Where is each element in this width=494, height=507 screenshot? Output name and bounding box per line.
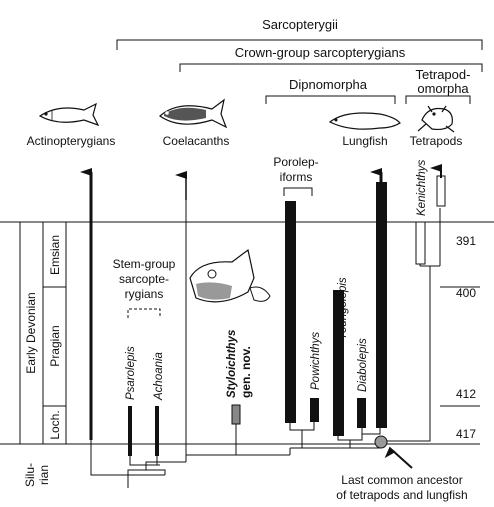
bracket-porolepiforms (283, 187, 313, 196)
age-label-417: 417 (456, 427, 476, 441)
taxon-label-gen-nov: gen. nov. (239, 346, 253, 398)
label-stem-group-1: Stem-group (113, 257, 176, 271)
coelacanth-fish-icon (159, 98, 228, 129)
taxon-label-powichthys: Powichthys (310, 332, 322, 390)
timescale-stage-emsian: Emsian (48, 235, 62, 275)
taxon-label-psarolepis: Psarolepis (125, 346, 137, 400)
range-bars (80, 164, 446, 456)
range-powichthys (310, 398, 319, 422)
range-diabolepis (357, 398, 366, 428)
range-youngolepis (333, 290, 344, 436)
bracket-dipnomorpha: Dipnomorpha (265, 77, 396, 104)
taxon-label-achoania: Achoania (153, 352, 165, 401)
timescale-column (19, 221, 67, 445)
taxon-label-actinopterygians: Actinopterygians (27, 134, 116, 148)
bracket-tetrapodomorpha: Tetrapod- omorpha (405, 67, 471, 104)
timescale-silurian-1: Silu- (23, 463, 37, 487)
bracket-crown-group: Crown-group sarcopterygians (179, 45, 483, 72)
label-stem-group-3: rygians (125, 287, 164, 301)
header-tetrapodomorpha-2: omorpha (417, 81, 469, 96)
taxon-label-coelacanths: Coelacanths (163, 134, 230, 148)
taxon-label-lungfish: Lungfish (342, 134, 387, 148)
header-dipnomorpha: Dipnomorpha (289, 77, 368, 92)
taxon-label-kenichthys: Kenichthys (416, 159, 428, 216)
taxon-label-porolepiforms-2: iforms (280, 170, 313, 184)
age-label-400: 400 (456, 286, 476, 300)
age-label-391: 391 (456, 234, 476, 248)
taxon-label-youngolepis: Youngolepis (337, 277, 349, 340)
taxon-label-porolepiforms-1: Porolep- (273, 155, 318, 169)
age-label-412: 412 (456, 387, 476, 401)
actinopterygian-fish-icon (38, 102, 100, 127)
lca-node (374, 435, 388, 449)
taxon-label-tetrapods: Tetrapods (410, 134, 463, 148)
header-crown-group: Crown-group sarcopterygians (235, 45, 406, 60)
styloichthys-skull-icon (189, 248, 271, 303)
timescale-stage-lochkovian: Loch. (48, 410, 62, 439)
header-sarcopterygii: Sarcopterygii (262, 17, 338, 32)
range-kenichthys (415, 221, 426, 265)
annotation-lca-line1: Last common ancestor (341, 473, 462, 487)
taxon-label-styloichthys: Styloichthys (226, 330, 238, 398)
range-psarolepis (128, 406, 132, 456)
range-achoania (155, 406, 159, 456)
label-stem-group-2: sarcopte- (119, 272, 169, 286)
header-tetrapodomorpha-1: Tetrapod- (416, 67, 471, 82)
lca-pointer-arrow (384, 446, 413, 469)
range-tetrapod-stem (436, 175, 446, 207)
timescale-period-early-devonian: Early Devonian (24, 292, 38, 373)
timescale-silurian-2: rian (37, 465, 51, 485)
tetrapod-frog-icon (417, 105, 455, 133)
range-lungfish (376, 182, 387, 428)
bracket-sarcopterygii: Sarcopterygii (116, 17, 483, 50)
range-styloichthys (231, 404, 241, 425)
taxon-label-diabolepis: Diabolepis (357, 338, 369, 392)
time-boundaries (0, 221, 494, 445)
range-porolepiform (285, 201, 296, 423)
timescale-stage-pragian: Pragian (48, 325, 62, 366)
cladogram-branches (90, 195, 441, 488)
annotation-lca-line2: of tetrapods and lungfish (336, 488, 467, 502)
bracket-stem-group (127, 308, 161, 318)
lungfish-icon (328, 112, 401, 130)
